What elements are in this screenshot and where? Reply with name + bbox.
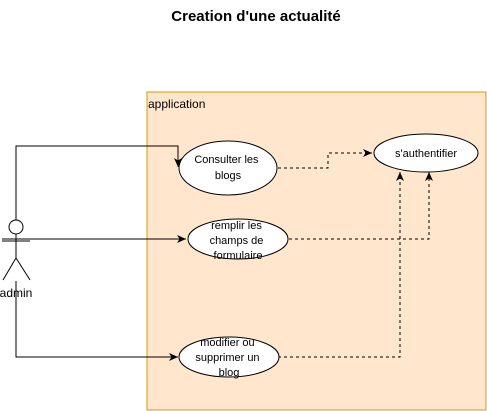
system-boundary-label: application <box>148 97 205 111</box>
use-case-remplir[interactable]: remplir les champs de formulaire <box>187 218 289 262</box>
use-case-line: blog <box>219 367 240 379</box>
use-case-line: champs de <box>210 235 264 247</box>
actor-admin[interactable] <box>2 219 31 281</box>
use-case-line: Consulter les <box>194 154 259 166</box>
actor-right-leg <box>15 257 31 281</box>
use-case-ellipse <box>373 133 479 173</box>
include-modifier-auth <box>278 172 404 358</box>
use-case-line: blogs <box>215 170 242 182</box>
association-modifier <box>15 281 178 361</box>
include-remplir-auth <box>289 172 433 240</box>
association-consulter <box>15 145 182 220</box>
use-case-label: Consulter les blogs <box>194 154 261 182</box>
use-case-ellipse <box>178 336 280 378</box>
use-case-line: formulaire <box>214 250 263 262</box>
use-case-ellipse <box>178 140 278 196</box>
use-case-label: remplir les champs de formulaire <box>210 220 267 262</box>
use-case-line: s'authentifier <box>395 148 457 160</box>
use-case-label: s'authentifier <box>395 148 457 160</box>
include-consulter-auth <box>278 149 372 169</box>
actor-left-leg <box>2 257 17 281</box>
use-case-modifier[interactable]: modifier ou supprimer un blog <box>178 336 280 379</box>
use-case-consulter[interactable]: Consulter les blogs <box>178 140 278 196</box>
use-case-line: supprimer un <box>195 352 259 364</box>
use-case-ellipse <box>187 218 289 260</box>
associations <box>2 145 186 361</box>
include-links <box>278 149 433 358</box>
actor-head <box>8 219 24 235</box>
use-case-label: modifier ou supprimer un blog <box>195 337 262 379</box>
use-case-line: remplir les <box>211 220 262 232</box>
use-case-line: modifier ou <box>200 337 254 349</box>
use-case-authentifier[interactable]: s'authentifier <box>373 133 479 173</box>
diagram-title: Creation d'une actualité <box>171 8 340 25</box>
